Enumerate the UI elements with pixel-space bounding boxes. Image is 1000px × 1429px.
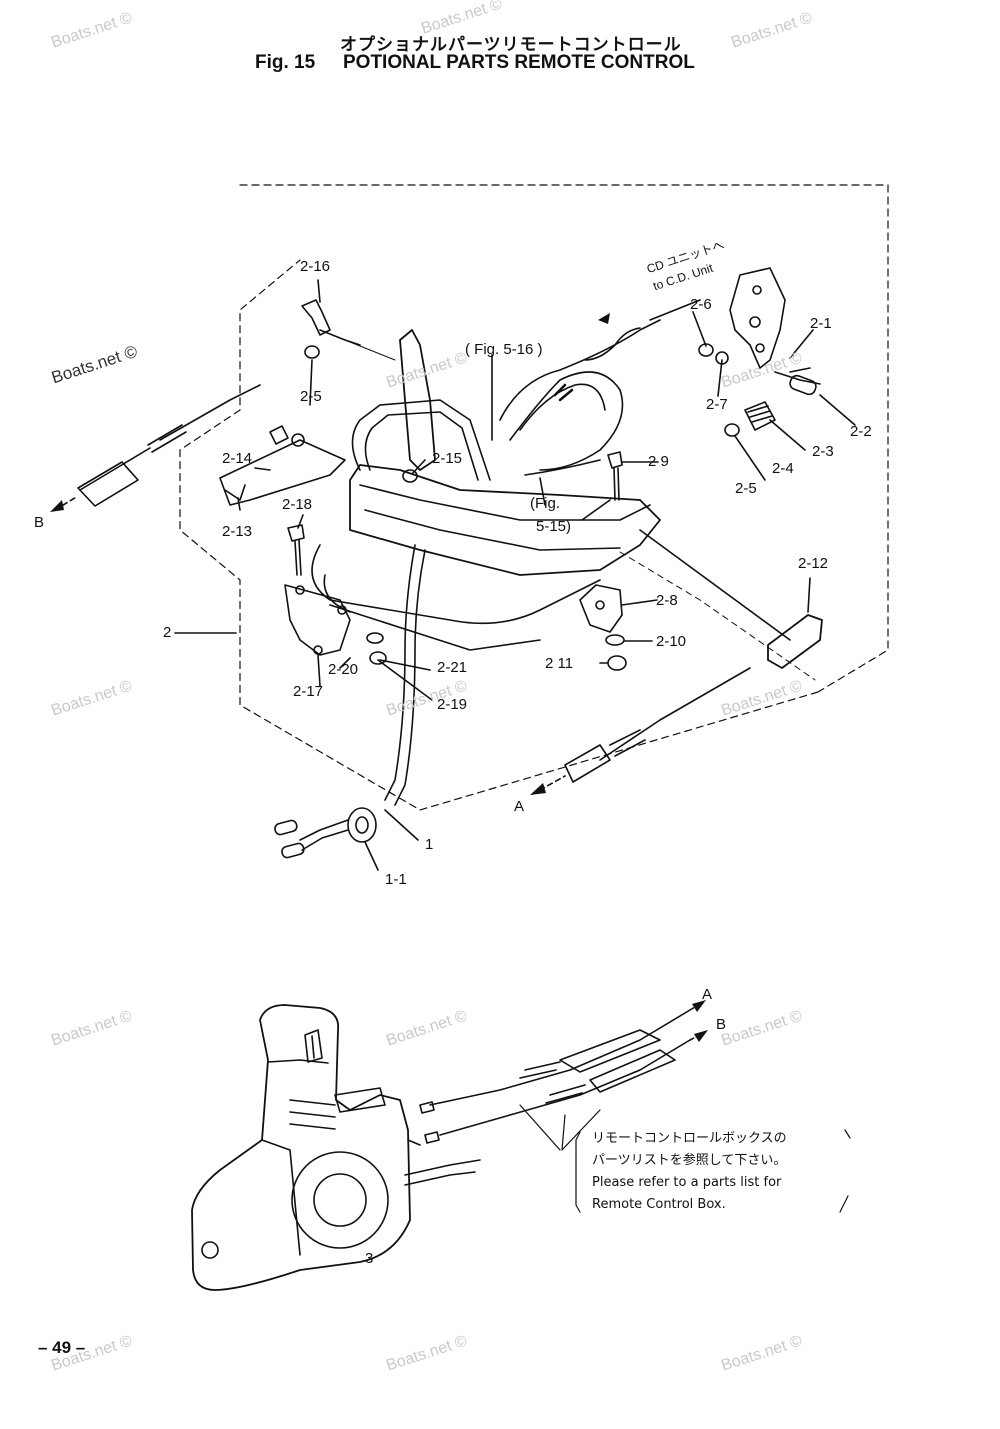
callout-2-5-left: 2-5: [300, 388, 322, 405]
assembly-boundary: [179, 184, 889, 811]
callout-arrow-a-top: A: [514, 798, 525, 815]
cable-1: [384, 544, 416, 801]
cable-end-2-12: [767, 614, 823, 669]
note-en-line-1: Please refer to a parts list for: [592, 1175, 782, 1190]
callout-2-8: 2-8: [656, 592, 678, 609]
callout-2-11: 2 11: [545, 655, 574, 672]
callout-3: 3: [365, 1250, 374, 1267]
cable-a-bottom: [429, 1009, 691, 1106]
title-japanese: オプショナルパーツリモートコントロール: [340, 35, 682, 55]
callout-2-15: 2-15: [432, 450, 463, 467]
note-en-line-2: Remote Control Box.: [592, 1197, 726, 1212]
callout-2-2: 2-2: [850, 423, 872, 440]
callout-fig-5-16: ( Fig. 5-16 ): [465, 341, 543, 358]
callout-2-13: 2-13: [222, 523, 253, 540]
cable-a: [599, 529, 791, 761]
throttle-lever: [399, 329, 436, 471]
callout-1-1: 1-1: [385, 871, 407, 888]
callout-2-6: 2-6: [690, 296, 712, 313]
figure-title: Fig. 15 POTIONAL PARTS REMOTE CONTROL: [255, 52, 695, 74]
parts-list-note: リモートコントロールボックスの パーツリストを参照して下さい。 Please r…: [592, 1128, 787, 1216]
wire-harness: [509, 371, 624, 471]
callout-2: 2: [163, 624, 172, 641]
cable-b: [79, 384, 261, 491]
mounting-bracket: [349, 464, 661, 576]
callout-2-5-right: 2-5: [735, 480, 757, 497]
callout-arrow-a-bottom: A: [702, 986, 713, 1003]
note-jp-line-1: リモートコントロールボックスの: [592, 1131, 787, 1146]
callout-2-17: 2-17: [293, 683, 324, 700]
callout-2-21: 2-21: [437, 659, 468, 676]
callout-2-19: 2-19: [437, 696, 468, 713]
figure-number: Fig. 15: [255, 52, 316, 73]
box-hub: [291, 1151, 389, 1249]
arrow-a-bottom: [692, 1000, 706, 1012]
callout-2-16: 2-16: [300, 258, 331, 275]
remote-control-box: [191, 1004, 411, 1291]
callout-2-3: 2-3: [812, 443, 834, 460]
callout-fig-5-15-line2: 5-15): [536, 518, 572, 535]
callout-1: 1: [425, 836, 434, 853]
callout-fig-5-15-line1: (Fig.: [530, 495, 560, 512]
callout-2-9: 2 9: [648, 453, 669, 470]
arrow-b-top: [50, 500, 64, 512]
callout-arrow-b-bottom: B: [716, 1016, 727, 1033]
callout-2-1: 2-1: [810, 315, 832, 332]
callout-2-20: 2-20: [328, 661, 359, 678]
callout-2-7: 2-7: [706, 396, 728, 413]
note-jp-line-2: パーツリストを参照して下さい。: [592, 1153, 787, 1168]
arrow-b-bottom: [694, 1030, 708, 1042]
callout-2-14: 2-14: [222, 450, 253, 467]
callout-2-4: 2-4: [772, 460, 794, 477]
bracket-2-17: [284, 584, 351, 656]
callout-2-10: 2-10: [656, 633, 687, 650]
callout-2-18: 2-18: [282, 496, 313, 513]
bracket-2-8: [579, 584, 623, 633]
callout-2-12: 2-12: [798, 555, 829, 572]
page-number: – 49 –: [38, 1338, 86, 1357]
arrow-a-top: [530, 783, 546, 795]
figure-name: POTIONAL PARTS REMOTE CONTROL: [343, 52, 695, 73]
grommet-1-1: [347, 807, 377, 843]
plate-2-1: [729, 267, 786, 369]
callout-arrow-b-top: B: [34, 514, 45, 531]
